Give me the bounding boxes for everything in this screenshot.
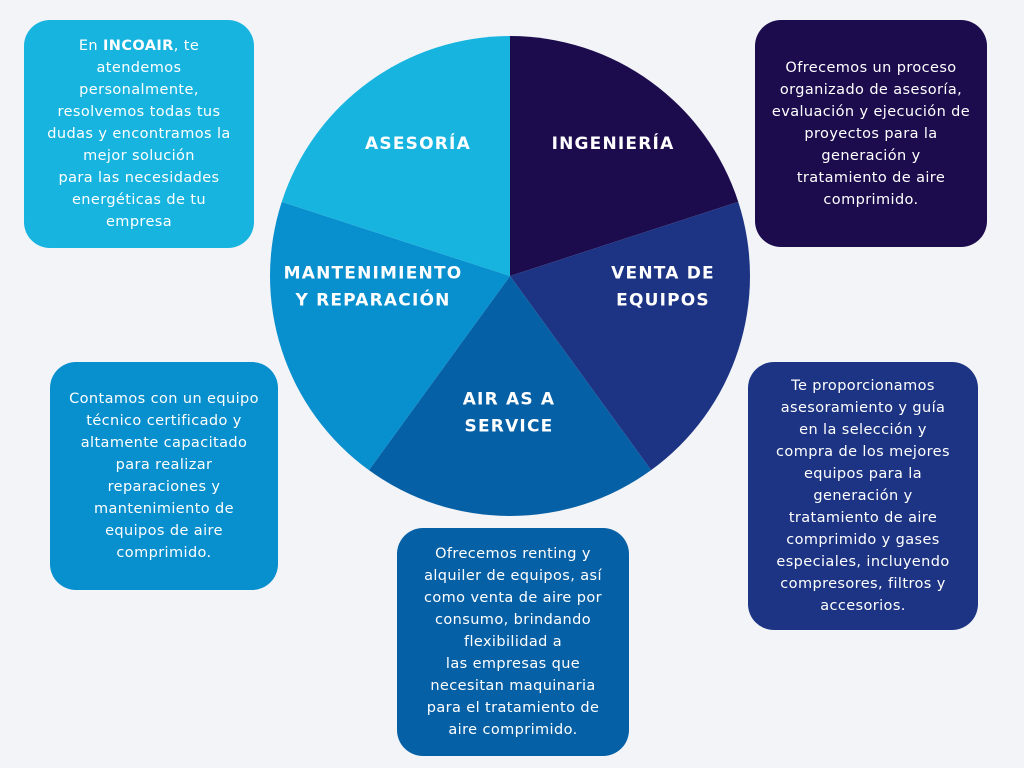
venta-card-line: compra de los mejores <box>776 444 950 460</box>
pie-label-service: SERVICE <box>465 417 554 437</box>
ingenieria-card-line: Ofrecemos un proceso <box>785 59 957 76</box>
asesoria-card-suffix: , te <box>173 38 200 54</box>
venta-card-line: accesorios. <box>820 598 906 614</box>
mantenimiento-card-line: equipos de aire <box>105 523 223 539</box>
service-card-line: alquiler de equipos, así <box>424 568 602 584</box>
ingenieria-card-line: evaluación y ejecución de <box>771 103 971 120</box>
pie-label-mantenimiento: Y REPARACIÓN <box>294 289 450 311</box>
asesoria-card-line: para las necesidades <box>58 170 220 186</box>
service-card-line: consumo, brindando <box>435 612 591 628</box>
service-card-line: Ofrecemos renting y <box>435 546 591 562</box>
mantenimiento-card-line: comprimido. <box>116 545 212 561</box>
asesoria-card-line: dudas y encontramos la <box>47 126 231 142</box>
pie-label-mantenimiento: MANTENIMIENTO <box>284 264 463 284</box>
service-card-line: para el tratamiento de <box>426 700 600 716</box>
pie-segment-ingenieria <box>510 36 739 276</box>
pie-label-service: AIR AS A <box>463 390 556 410</box>
mantenimiento-card-line: mantenimiento de <box>94 501 234 517</box>
pie-label-venta: VENTA DE <box>611 264 715 284</box>
service-card-line: necesitan maquinaria <box>430 678 596 694</box>
mantenimiento-card-line: altamente capacitado <box>80 435 248 451</box>
venta-card-line: equipos para la <box>803 466 923 482</box>
asesoria-card-line: mejor solución <box>83 148 195 164</box>
ingenieria-card-line: organizado de asesoría, <box>779 81 963 98</box>
service-description-card: Ofrecemos renting y alquiler de equipos,… <box>397 528 629 756</box>
venta-card-line: tratamiento de aire <box>788 510 938 526</box>
pie-label-ingenieria: INGENIERÍA <box>552 132 675 154</box>
asesoria-card-line: energéticas de tu <box>71 192 206 208</box>
incoair-brand-text: INCOAIR <box>103 38 174 54</box>
ingenieria-card-line: proyectos para la <box>804 125 938 142</box>
asesoria-card-line: personalmente, <box>79 82 199 98</box>
venta-card-line: especiales, incluyendo <box>776 554 950 570</box>
venta-card-line: compresores, filtros y <box>780 576 946 592</box>
pie-label-venta: EQUIPOS <box>616 291 710 311</box>
ingenieria-card-line: comprimido. <box>823 191 919 208</box>
pie-segment-asesoria <box>281 36 510 276</box>
asesoria-card-prefix: En <box>78 38 104 54</box>
venta-card-line: comprimido y gases <box>786 532 940 548</box>
mantenimiento-card-line: Contamos con un equipo <box>69 391 259 407</box>
asesoria-card-line: empresa <box>105 214 173 230</box>
asesoria-card-line: En INCOAIR, te <box>79 35 199 57</box>
mantenimiento-description-card: Contamos con un equipo técnico certifica… <box>50 362 278 590</box>
venta-card-line: Te proporcionamos <box>791 378 935 394</box>
service-card-line: aire comprimido. <box>448 722 578 738</box>
mantenimiento-card-line: reparaciones y <box>107 479 221 495</box>
venta-card-line: asesoramiento y guía <box>780 400 946 416</box>
ingenieria-description-card: Ofrecemos un proceso organizado de aseso… <box>755 20 987 247</box>
mantenimiento-card-line: técnico certificado y <box>86 413 242 429</box>
pie-segment-mantenimiento <box>270 201 510 471</box>
venta-card-line: generación y <box>813 488 913 504</box>
pie-segment-venta <box>510 201 750 471</box>
ingenieria-card-line: generación y <box>821 147 921 164</box>
pie-segment-service <box>368 276 652 516</box>
service-card-line: como venta de aire por <box>424 590 602 606</box>
pie-label-asesoria: ASESORÍA <box>365 132 471 154</box>
asesoria-card-line: resolvemos todas tus <box>57 104 221 120</box>
service-card-line: las empresas que <box>445 656 581 672</box>
asesoria-card-line: atendemos <box>96 60 182 76</box>
ingenieria-card-line: tratamiento de aire <box>796 169 946 186</box>
venta-description-card: Te proporcionamos asesoramiento y guía e… <box>748 362 978 630</box>
venta-card-line: en la selección y <box>799 422 927 438</box>
mantenimiento-card-line: para realizar <box>115 457 213 473</box>
asesoria-description-card: En INCOAIR, te atendemos personalmente, … <box>24 20 254 248</box>
service-card-line: flexibilidad a <box>463 634 563 650</box>
